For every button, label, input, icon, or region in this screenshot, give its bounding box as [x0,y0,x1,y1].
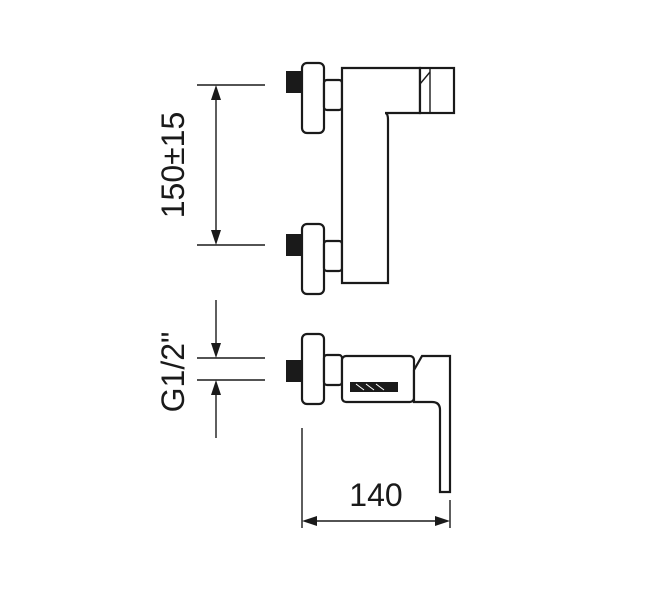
upper-inlet-nut [300,61,326,135]
side-view [286,332,452,494]
lower-inlet-collar [322,239,344,273]
side-inlet-nut [300,332,326,406]
center-distance-dimension: 150±15 [155,84,265,246]
side-body [340,354,416,404]
thread-dimension: G1/2" [155,300,265,438]
upper-inlet-collar [322,78,344,112]
mixer-body [340,66,422,285]
side-inlet-collar [322,353,344,387]
lower-inlet-pipe [286,234,302,256]
front-view [286,61,456,296]
upper-inlet [286,61,344,135]
depth-dimension: 140 [301,428,451,528]
side-lever [412,354,452,494]
cartridge-handle [418,66,456,115]
lower-inlet [286,222,344,296]
center-distance-label: 150±15 [155,112,191,219]
cartridge-section [350,382,398,392]
upper-inlet-pipe [286,71,302,93]
side-inlet-pipe [286,360,302,382]
depth-label: 140 [349,477,402,513]
thread-label: G1/2" [155,332,191,413]
lower-inlet-nut [300,222,326,296]
